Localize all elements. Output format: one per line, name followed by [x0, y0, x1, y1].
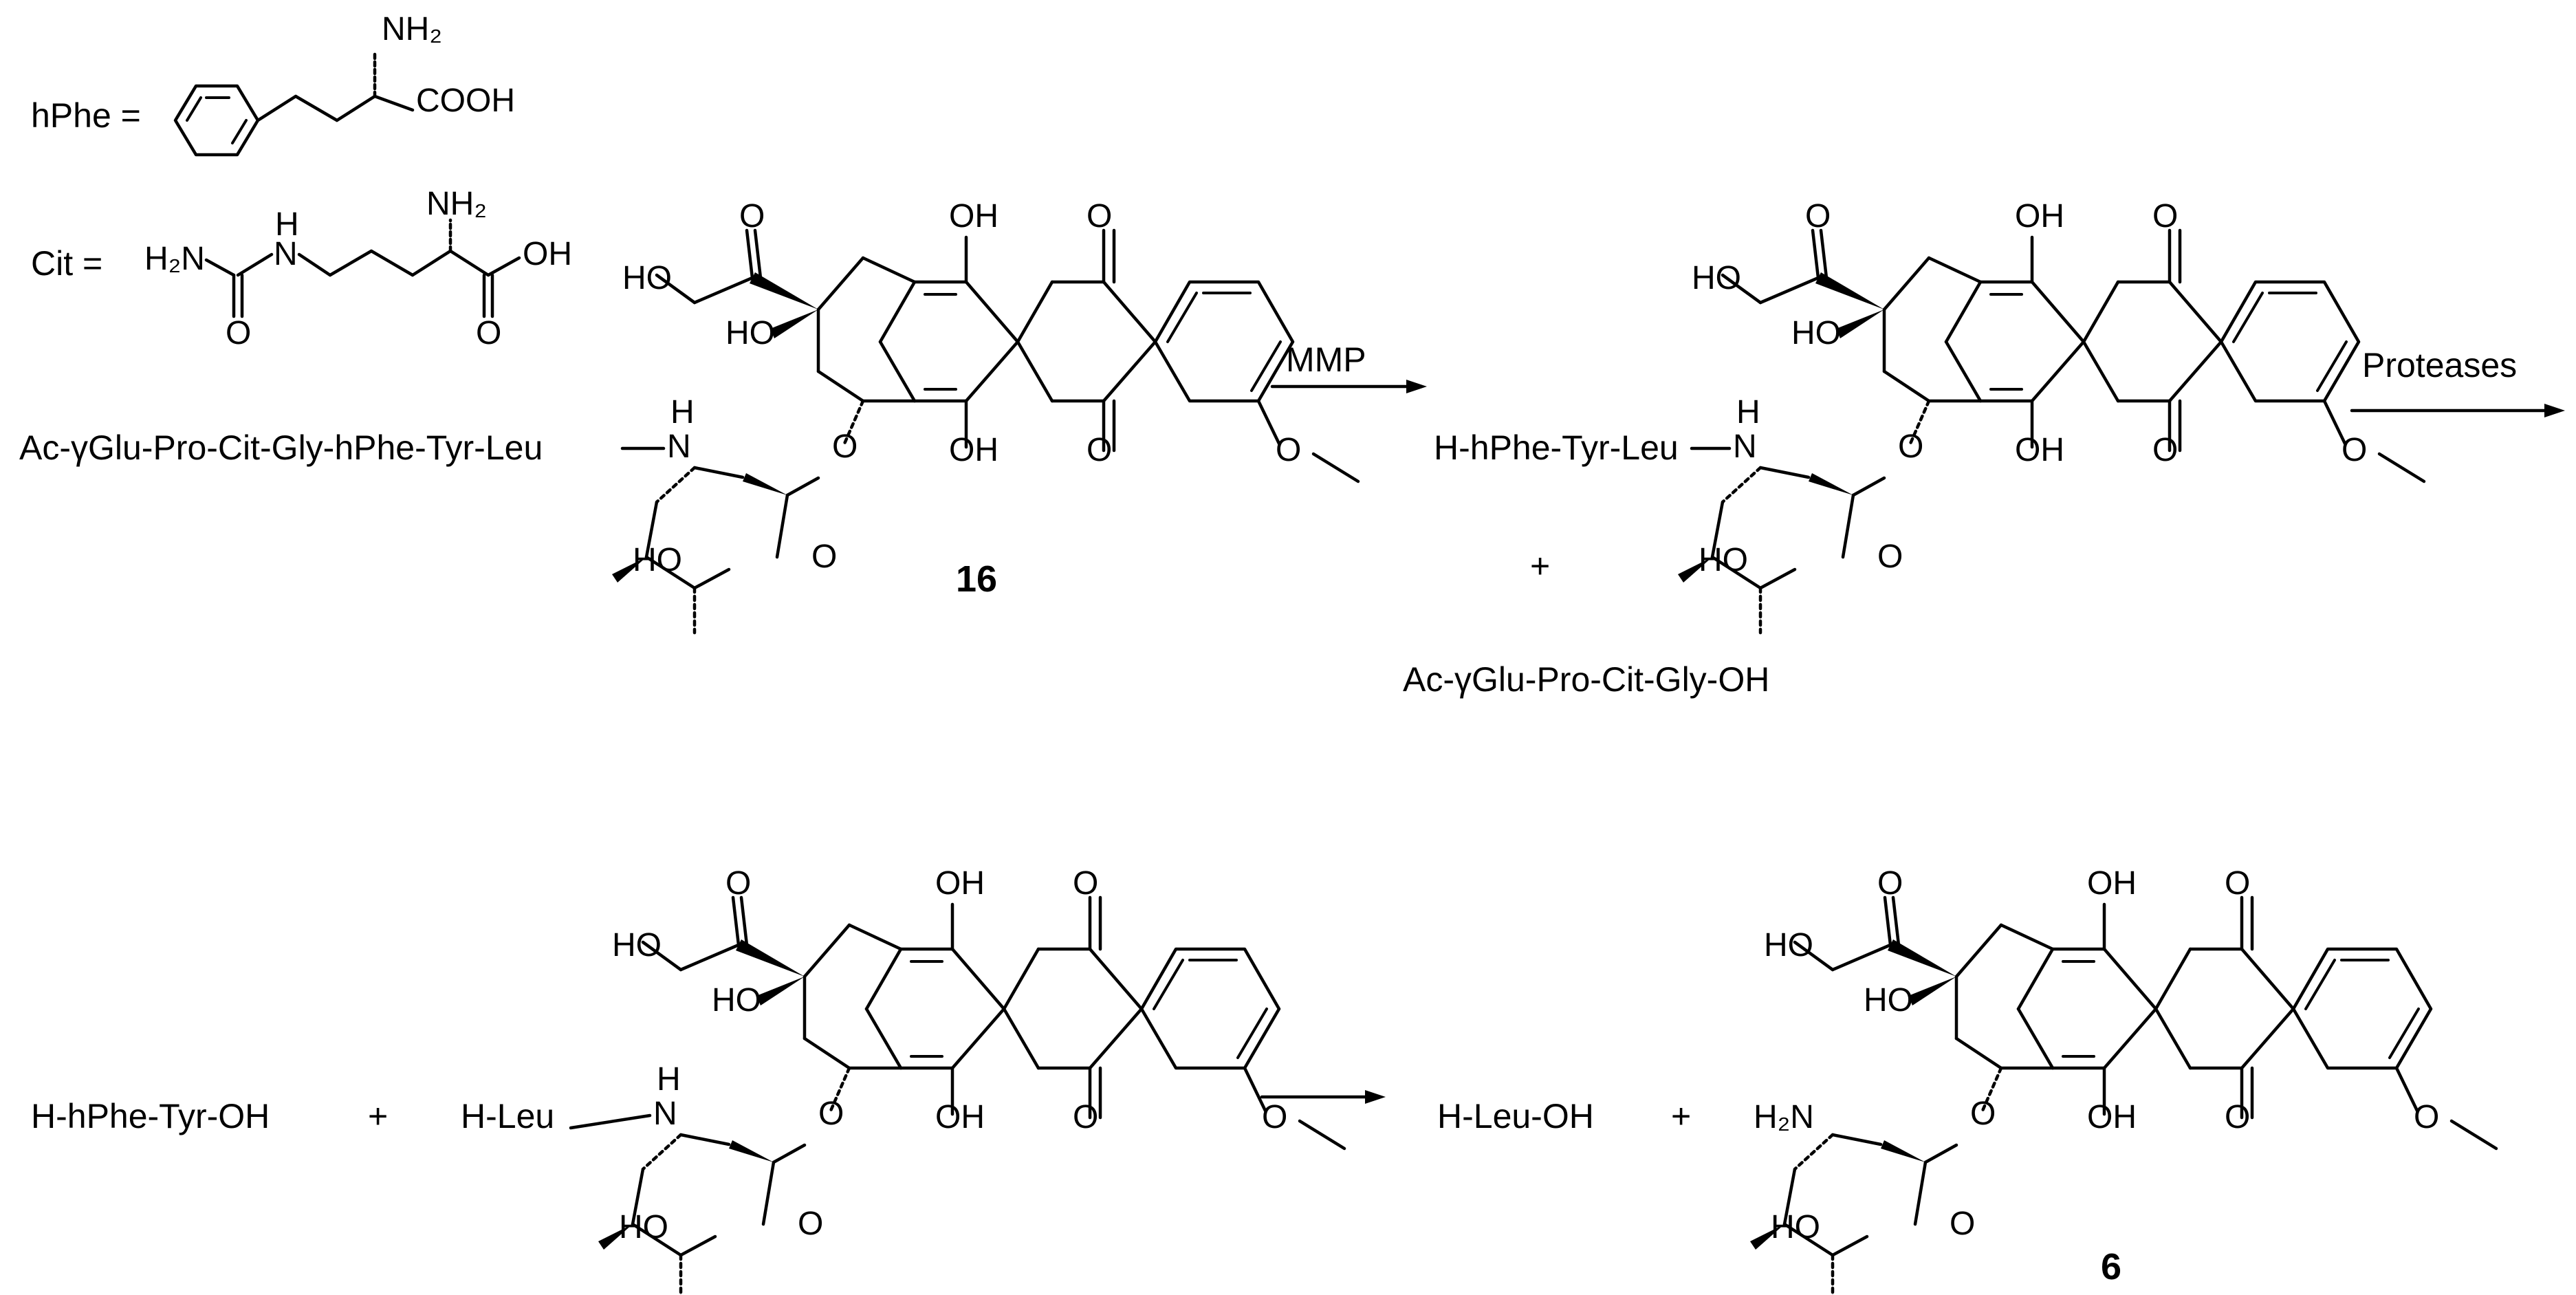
int-nh-h: H — [1736, 394, 1760, 431]
third-ho-chain: HO — [612, 927, 662, 964]
c6-quinone-o-bottom: O — [2225, 1099, 2250, 1135]
third-oh-top: OH — [935, 865, 985, 902]
cit-n: N — [274, 236, 298, 272]
c6-oh-top: OH — [2087, 865, 2137, 902]
c6-ho-chain: HO — [1764, 927, 1813, 964]
c6-label: 6 — [2101, 1246, 2121, 1287]
third-ho-tertiary: HO — [712, 982, 761, 1019]
c16-oh-bottom: OH — [949, 432, 998, 468]
third-fragment: H-hPhe-Tyr-OH — [31, 1097, 270, 1135]
c6-ho-tertiary: HO — [1864, 982, 1913, 1019]
leu-conjugate: H-hPhe-Tyr-OH + O OH O HO HO OH O O O O … — [31, 865, 1344, 1295]
c16-glycosidic-o: O — [832, 428, 858, 465]
hphe-acid: COOH — [416, 83, 515, 119]
phenyl-ring — [173, 84, 260, 157]
third-peptide: H-Leu — [461, 1097, 554, 1135]
third-quinone-o-bottom: O — [1073, 1099, 1098, 1135]
cit-definition: Cit = H₂N O H N NH₂ OH O — [31, 186, 572, 351]
int-ho-tertiary: HO — [1791, 315, 1841, 351]
third-nh-h: H — [657, 1061, 681, 1098]
c6-ho-sugar: HO — [1771, 1209, 1820, 1245]
int-peptide: H-hPhe-Tyr-Leu — [1434, 428, 1679, 467]
c16-label: 16 — [956, 558, 997, 600]
mmp-arrow: MMP — [1270, 340, 1427, 393]
hphe-amine: NH₂ — [382, 11, 442, 47]
c16-ho-sugar: HO — [633, 542, 682, 578]
int-byproduct: Ac-γGlu-Pro-Cit-Gly-OH — [1403, 660, 1769, 699]
cit-amine: NH₂ — [426, 186, 487, 222]
int-ho-chain: HO — [1692, 260, 1741, 296]
c6-oh-bottom: OH — [2087, 1099, 2137, 1135]
c16-quinone-o-top: O — [1087, 198, 1112, 235]
int-glycosidic-o: O — [1898, 428, 1923, 465]
c16-quinone-o-bottom: O — [1087, 432, 1112, 468]
proteases-arrow: Proteases — [2350, 346, 2565, 417]
c6-glycosidic-o: O — [1970, 1096, 1996, 1132]
third-methoxy-o: O — [1262, 1099, 1287, 1135]
int-ring-o: O — [1877, 538, 1903, 575]
c16-nh-h: H — [670, 394, 695, 431]
int-quinone-o-bottom: O — [2152, 432, 2178, 468]
int-oh-bottom: OH — [2015, 432, 2064, 468]
int-oh-top: OH — [2015, 198, 2064, 235]
cit-label: Cit = — [31, 244, 102, 283]
proteases-label: Proteases — [2362, 346, 2517, 384]
cit-acid-o: O — [476, 315, 501, 351]
c16-ring-o: O — [811, 538, 837, 575]
c16-oh-top: OH — [949, 198, 998, 235]
third-glycosidic-o: O — [818, 1096, 844, 1132]
third-ring-o: O — [798, 1206, 823, 1242]
c6-quinone-o-top: O — [2225, 865, 2250, 902]
c16-ketone-o: O — [739, 198, 765, 235]
third-plus: + — [368, 1097, 388, 1135]
int-plus: + — [1530, 547, 1550, 585]
c6-plus: + — [1671, 1097, 1691, 1135]
third-quinone-o-top: O — [1073, 865, 1098, 902]
cit-urea-n: H₂N — [144, 241, 205, 277]
compound-16: O OH O HO HO OH O O O O HO H N Ac-γGlu-P… — [19, 198, 1358, 633]
final-arrow — [1260, 1090, 1386, 1104]
cit-oh: OH — [523, 236, 572, 272]
c6-amine: H₂N — [1754, 1099, 1814, 1135]
intermediate-compound: O OH O HO HO OH O O O O HO H N H-hPhe-Ty… — [1403, 198, 2424, 699]
int-nh-n: N — [1733, 428, 1757, 465]
hphe-definition: hPhe = NH₂ COOH — [31, 11, 515, 157]
int-ketone-o: O — [1805, 198, 1831, 235]
cit-o: O — [226, 315, 251, 351]
cit-nh: H — [275, 206, 299, 243]
third-nh-n: N — [653, 1096, 677, 1132]
c16-nh-n: N — [667, 428, 691, 465]
c6-ring-o: O — [1950, 1206, 1975, 1242]
c16-methoxy-o: O — [1276, 432, 1301, 468]
int-methoxy-o: O — [2342, 432, 2367, 468]
int-ho-sugar: HO — [1699, 542, 1748, 578]
compound-6: H-Leu-OH + O OH O HO HO OH O O O O HO H₂… — [1437, 865, 2496, 1295]
third-ketone-o: O — [725, 865, 751, 902]
c16-ho-chain: HO — [622, 260, 672, 296]
c16-ho-tertiary: HO — [725, 315, 775, 351]
c6-fragment: H-Leu-OH — [1437, 1097, 1594, 1135]
c6-ketone-o: O — [1877, 865, 1903, 902]
c6-methoxy-o: O — [2414, 1099, 2439, 1135]
c16-peptide: Ac-γGlu-Pro-Cit-Gly-hPhe-Tyr-Leu — [19, 428, 543, 467]
hphe-label: hPhe = — [31, 96, 141, 135]
third-ho-sugar: HO — [619, 1209, 668, 1245]
int-quinone-o-top: O — [2152, 198, 2178, 235]
third-oh-bottom: OH — [935, 1099, 985, 1135]
mmp-label: MMP — [1286, 340, 1366, 379]
